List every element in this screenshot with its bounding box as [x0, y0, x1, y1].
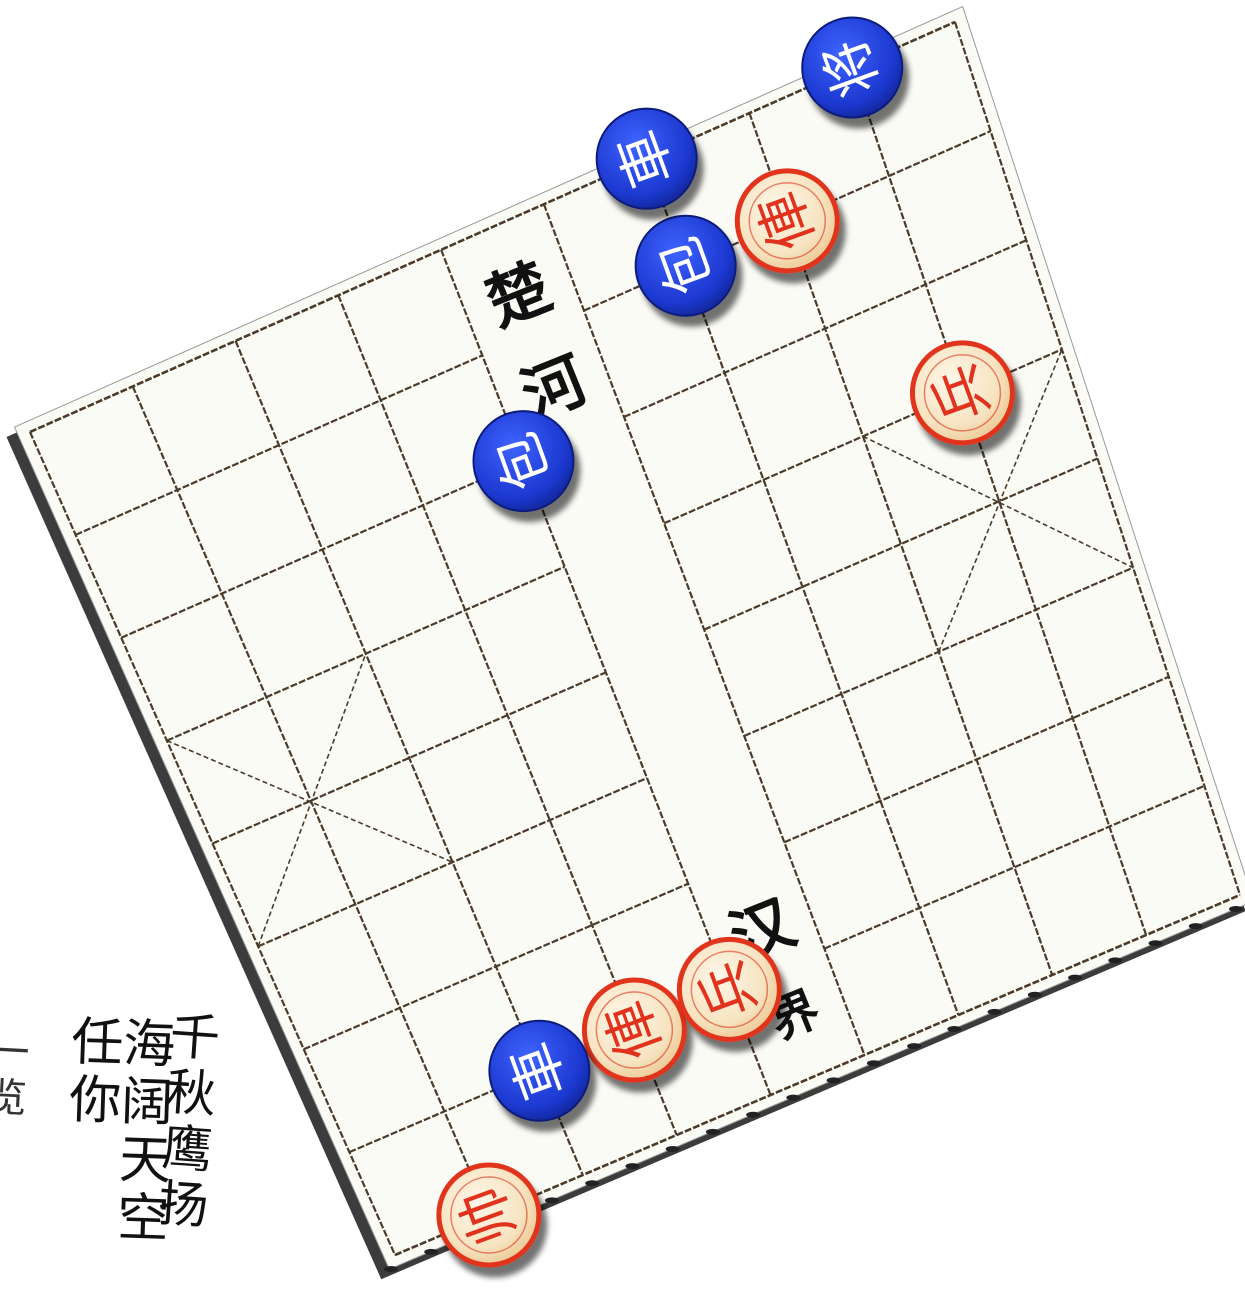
edge-brush-mark: [625, 1163, 639, 1169]
edge-brush-mark: [666, 1146, 680, 1152]
piece-blue-general[interactable]: 将: [802, 18, 902, 118]
edge-brush-mark: [947, 1026, 961, 1032]
piece-red-soldier-left[interactable]: 兵: [912, 343, 1012, 443]
edge-brush-mark: [907, 1043, 921, 1049]
edge-brush-mark: [585, 1180, 599, 1186]
edge-brush-mark: [867, 1060, 881, 1066]
poem-column-2: 海阔天空任你: [57, 1013, 170, 1289]
edge-brush-mark: [786, 1095, 800, 1101]
edge-brush-mark: [545, 1197, 559, 1203]
edge-brush-mark: [746, 1112, 760, 1118]
edge-brush-mark: [827, 1077, 841, 1083]
edge-brush-mark: [1068, 975, 1082, 981]
edge-brush-mark: [706, 1129, 720, 1135]
piece-red-soldier-right[interactable]: 兵: [679, 939, 779, 1039]
edge-brush-mark: [1028, 992, 1042, 998]
piece-red-chariot-lower[interactable]: 俥: [737, 171, 837, 271]
edge-brush-mark: [1108, 957, 1122, 963]
piece-blue-cannon-river[interactable]: 包: [473, 411, 573, 511]
piece-blue-cannon-lower[interactable]: 包: [636, 216, 736, 316]
edge-brush-mark: [1229, 906, 1243, 912]
piece-red-general[interactable]: 帅: [439, 1165, 539, 1265]
piece-blue-chariot-lower[interactable]: 車: [597, 109, 697, 209]
edge-brush-mark: [1189, 923, 1203, 929]
edge-brush-mark: [988, 1009, 1002, 1015]
edge-brush-mark: [424, 1249, 438, 1255]
piece-red-chariot-upper[interactable]: 俥: [584, 980, 684, 1080]
edge-brush-mark: [384, 1266, 398, 1272]
poem-column-3: 一览: [0, 1029, 26, 1123]
edge-brush-mark: [1149, 940, 1163, 946]
piece-blue-chariot-upper[interactable]: 車: [489, 1021, 589, 1121]
